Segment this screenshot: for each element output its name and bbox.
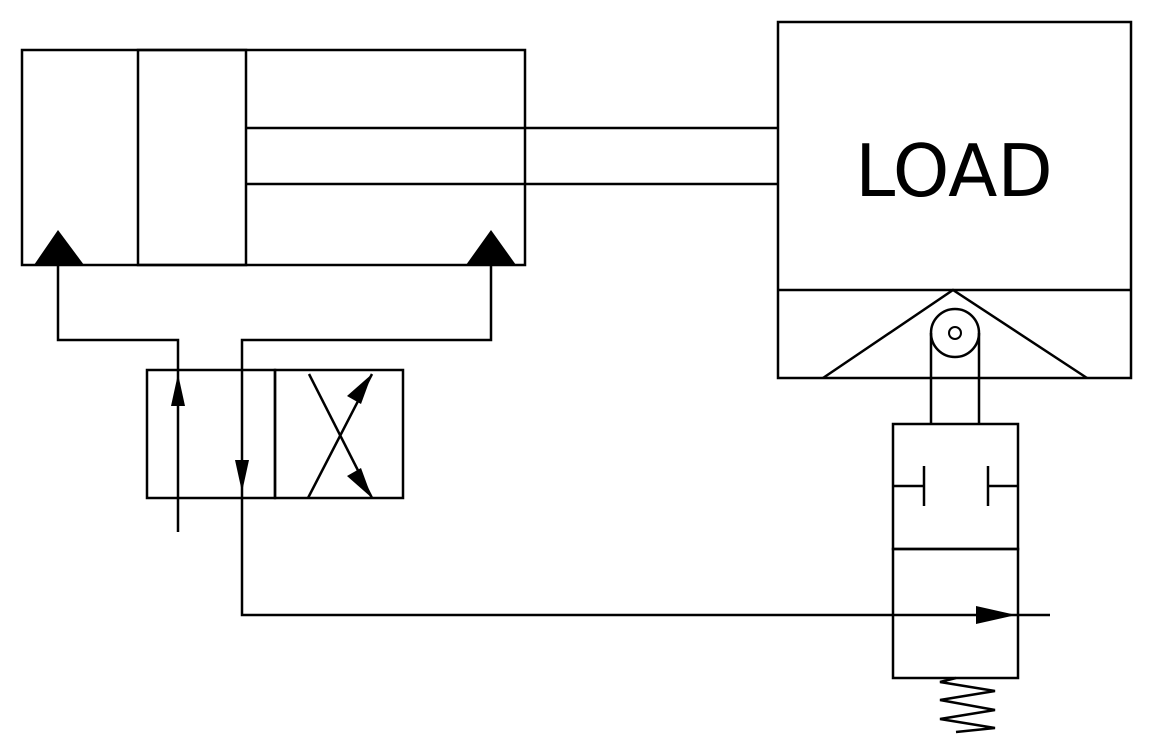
- cylinder-barrel: [20, 48, 527, 267]
- load-box: [776, 20, 1133, 380]
- load-block: LOAD: [776, 20, 1133, 380]
- dcv-left-envelope: [145, 368, 277, 500]
- dcv-right-envelope: [273, 368, 405, 500]
- cam-operated-valve: [891, 422, 1020, 734]
- hydraulic-cylinder: [20, 48, 778, 267]
- blocked-port-left-symbol: [893, 466, 926, 506]
- rod-end-port-triangle: [466, 230, 516, 265]
- hydraulic-lines: [56, 265, 1050, 624]
- cam-roller-follower: [929, 307, 981, 424]
- load-cam-groove: [822, 288, 1088, 380]
- line-rod-end-to-dcv: [240, 265, 1050, 617]
- directional-control-valve: [145, 368, 405, 532]
- cap-end-port-triangle: [34, 230, 84, 265]
- roller-pin-circle: [948, 326, 962, 340]
- line-cap-end-to-dcv: [56, 265, 180, 370]
- blocked-port-right-symbol: [986, 466, 1018, 506]
- valve-flow-arrow: [976, 606, 1016, 624]
- return-spring-icon: [939, 676, 996, 734]
- piston-rod: [246, 126, 778, 186]
- load-label: LOAD: [855, 129, 1053, 213]
- dcv-straight-flow-arrows: [171, 370, 249, 532]
- roller-outer-circle: [929, 307, 981, 359]
- dcv-crossed-flow-arrows: [306, 373, 374, 499]
- cylinder-piston: [136, 48, 248, 267]
